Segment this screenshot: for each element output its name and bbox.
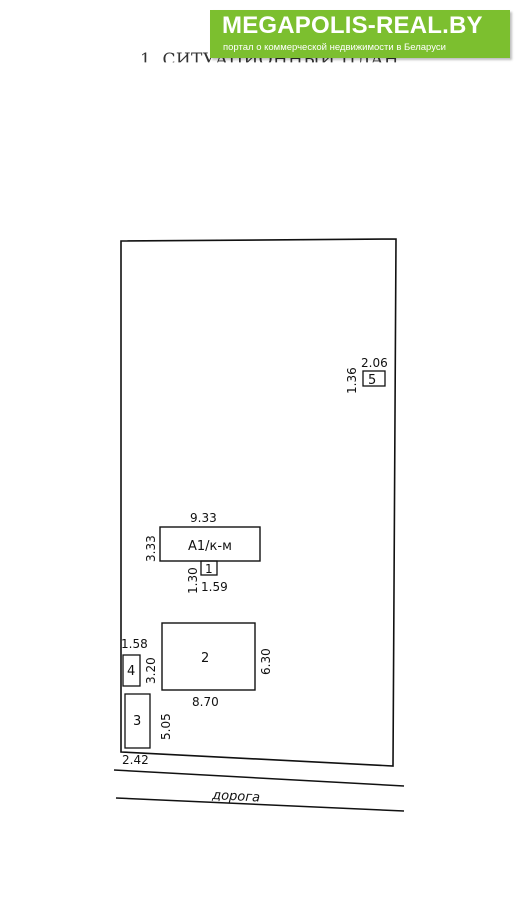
building-5-width: 2.06	[361, 356, 388, 370]
building-5	[362, 370, 386, 387]
building-3-length: 5.05	[159, 713, 173, 740]
building-5-label: 5	[368, 373, 376, 388]
building-3	[124, 693, 151, 749]
banner-tagline: портал о коммерческой недвижимости в Бел…	[223, 42, 446, 53]
building-4	[122, 654, 141, 687]
plot-boundary	[120, 238, 397, 767]
building-a1-length: 9.33	[190, 511, 217, 525]
building-4-width: 1.58	[121, 637, 148, 651]
building-3-label: 3	[133, 714, 141, 729]
building-3-width: 2.42	[122, 753, 149, 767]
building-1-label: 1	[205, 562, 213, 576]
building-1-width: 1.30	[186, 567, 200, 594]
building-a1-label: А1/к-м	[188, 539, 232, 554]
banner-brand: MEGAPOLIS-REAL.BY	[222, 12, 483, 39]
building-2-label: 2	[201, 651, 209, 666]
building-1	[200, 560, 218, 576]
building-2	[161, 622, 256, 691]
building-1-length: 1.59	[201, 580, 228, 594]
building-4-length: 3.20	[144, 657, 158, 684]
megapolis-banner[interactable]: MEGAPOLIS-REAL.BY портал о коммерческой …	[210, 10, 510, 58]
road-edge-bottom	[115, 797, 405, 812]
road-edge-top	[113, 769, 405, 787]
building-a1-width: 3.33	[144, 535, 158, 562]
building-2-length: 8.70	[192, 695, 219, 709]
building-2-width: 6.30	[259, 648, 273, 675]
road-label: дорога	[211, 788, 261, 806]
building-4-label: 4	[127, 664, 135, 679]
building-5-length: 1.36	[345, 367, 359, 394]
